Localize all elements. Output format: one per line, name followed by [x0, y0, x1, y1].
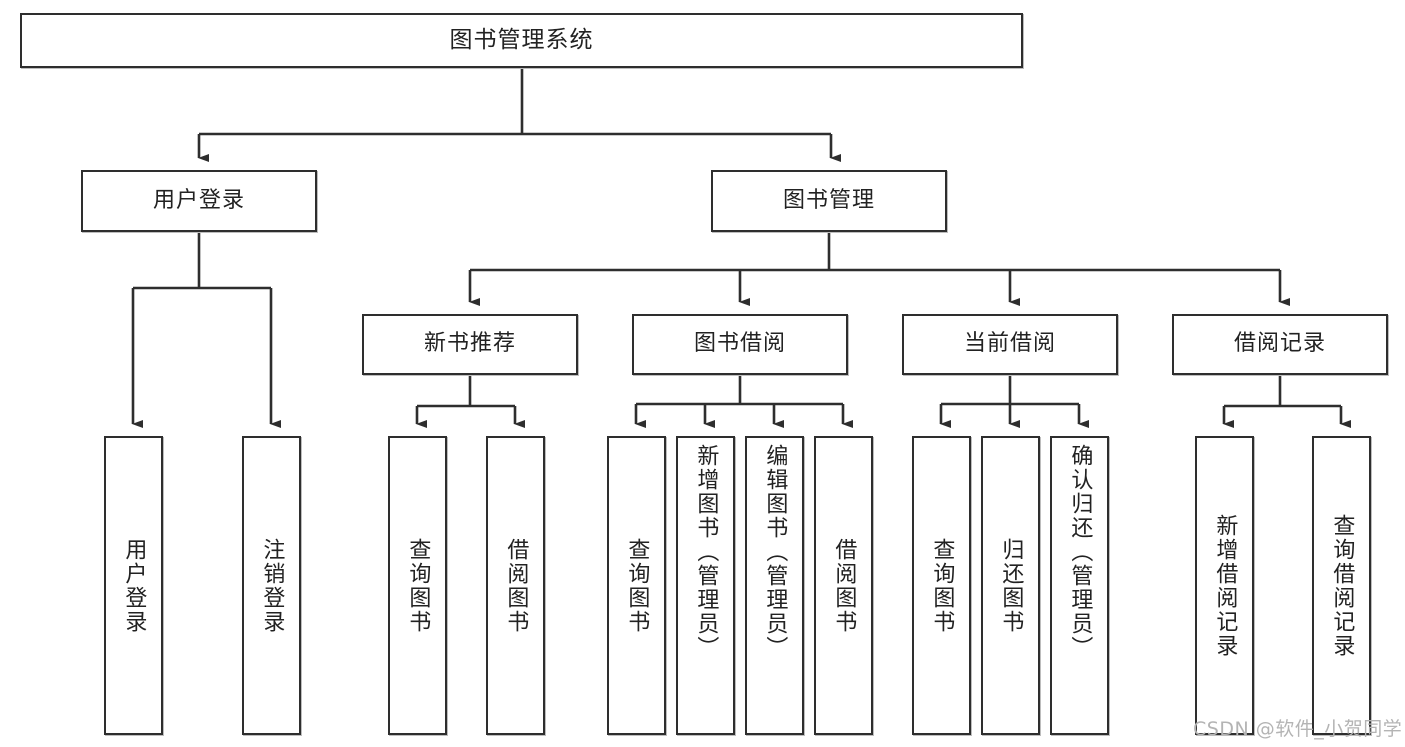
leaf-borrow-record-query-record[interactable]: 查询借阅记录 — [1312, 436, 1371, 735]
leaf-new-book-borrow-book[interactable]: 借阅图书 — [486, 436, 545, 735]
node-label: 新书推荐 — [423, 331, 516, 357]
node-borrow-record[interactable]: 借阅记录 — [1172, 314, 1388, 375]
node-label: 新增借阅记录 — [1212, 513, 1238, 658]
leaf-book-borrow-add-book-admin[interactable]: 新增图书（管理员） — [676, 436, 735, 735]
node-label: 编辑图书（管理员） — [762, 444, 788, 660]
node-label: 归还图书 — [998, 537, 1024, 634]
node-label: 借阅图书 — [831, 537, 857, 634]
csdn-watermark: CSDN @软件_小贺同学 — [1193, 718, 1403, 740]
node-label: 查询图书 — [624, 537, 650, 634]
node-label: 借阅图书 — [503, 537, 529, 634]
node-user-login[interactable]: 用户登录 — [81, 170, 317, 232]
node-label: 当前借阅 — [963, 331, 1056, 357]
node-book-management[interactable]: 图书管理 — [711, 170, 947, 232]
node-book-borrow[interactable]: 图书借阅 — [632, 314, 848, 375]
leaf-book-borrow-borrow-book[interactable]: 借阅图书 — [814, 436, 873, 735]
node-label: 查询图书 — [405, 537, 431, 634]
node-label: 用户登录 — [152, 187, 245, 213]
node-label: 借阅记录 — [1233, 331, 1326, 357]
node-new-book-recommend[interactable]: 新书推荐 — [362, 314, 578, 375]
node-label: 查询借阅记录 — [1329, 513, 1355, 658]
leaf-borrow-record-add-record[interactable]: 新增借阅记录 — [1195, 436, 1254, 735]
node-label: 图书管理 — [782, 187, 875, 213]
node-label: 用户登录 — [121, 537, 147, 634]
leaf-user-login-logout[interactable]: 注销登录 — [242, 436, 301, 735]
node-label: 注销登录 — [259, 537, 285, 634]
node-label: 查询图书 — [929, 537, 955, 634]
node-label: 图书借阅 — [693, 331, 786, 357]
leaf-book-borrow-query-book[interactable]: 查询图书 — [607, 436, 666, 735]
node-label: 新增图书（管理员） — [693, 444, 719, 660]
node-current-borrow[interactable]: 当前借阅 — [902, 314, 1118, 375]
leaf-current-borrow-query-book[interactable]: 查询图书 — [912, 436, 971, 735]
leaf-user-login-login[interactable]: 用户登录 — [104, 436, 163, 735]
node-label: 图书管理系统 — [449, 26, 594, 53]
leaf-new-book-query-book[interactable]: 查询图书 — [388, 436, 447, 735]
leaf-current-borrow-confirm-return-admin[interactable]: 确认归还（管理员） — [1050, 436, 1109, 735]
node-label: 确认归还（管理员） — [1067, 444, 1093, 660]
leaf-book-borrow-edit-book-admin[interactable]: 编辑图书（管理员） — [745, 436, 804, 735]
node-root-book-management-system[interactable]: 图书管理系统 — [20, 13, 1023, 68]
leaf-current-borrow-return-book[interactable]: 归还图书 — [981, 436, 1040, 735]
